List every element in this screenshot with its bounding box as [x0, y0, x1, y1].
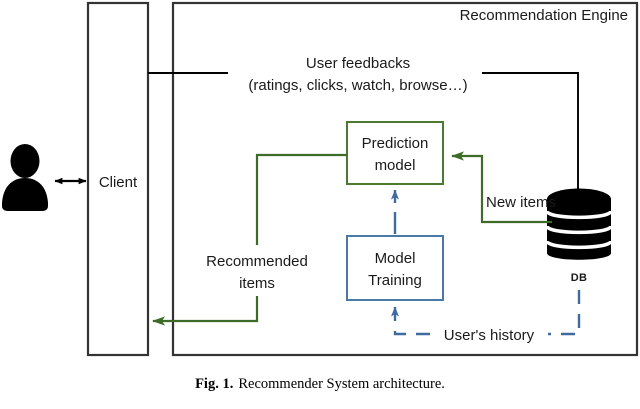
model-training-label-line2: Training — [368, 272, 422, 289]
new-items-label: New items — [486, 194, 556, 211]
client-box — [86, 1, 150, 357]
recommendation-engine-label: Recommendation Engine — [460, 7, 628, 24]
users-history-label: User's history — [444, 327, 535, 344]
recommended-items-label-line2: items — [239, 275, 275, 292]
prediction-model-box — [346, 121, 444, 185]
recommended-items-label-line1: Recommended — [206, 253, 308, 270]
database-label: DB — [571, 272, 588, 284]
figure-caption: Fig. 1.Recommender System architecture. — [0, 376, 640, 393]
model-training-label-line1: Model — [375, 250, 416, 267]
edge-users-history-right — [548, 290, 581, 336]
prediction-model-label-line1: Prediction — [362, 135, 429, 152]
user-person-icon — [2, 144, 48, 211]
edge-recommended-items-lower — [152, 296, 259, 326]
figure-caption-text: Recommender System architecture. — [238, 376, 445, 392]
model-training-box — [346, 235, 444, 301]
figure-number: Fig. 1. — [195, 376, 234, 392]
database-cylinder-icon — [545, 188, 613, 260]
user-feedbacks-label-line1: User feedbacks — [306, 55, 410, 72]
edge-user-feedbacks-right — [482, 72, 582, 197]
edge-new-items — [451, 151, 552, 224]
prediction-model-label-line2: model — [375, 157, 416, 174]
edge-users-history-left — [391, 306, 430, 336]
user-feedbacks-label-line2: (ratings, clicks, watch, browse…) — [248, 77, 467, 94]
client-label: Client — [99, 174, 138, 191]
recommendation-engine-frame — [171, 1, 639, 357]
edge-recommended-items-upper — [255, 153, 347, 245]
